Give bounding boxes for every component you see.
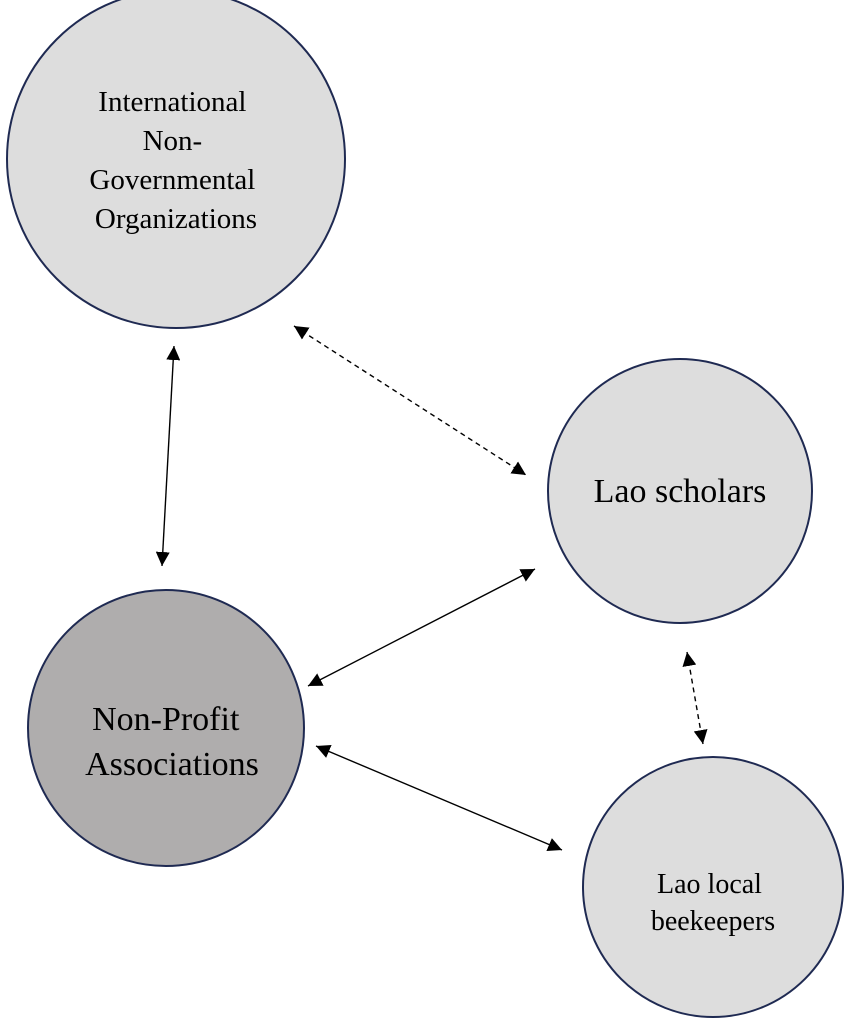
node-label-lao-scholars: Lao scholars [594, 473, 767, 510]
node-label-line: Non- [143, 125, 203, 157]
arrow-npa-beekeepers [315, 745, 563, 851]
node-label-lao-local-beekeepers: Lao local beekeepers [651, 869, 775, 937]
node-label-line: International [98, 86, 246, 118]
node-circle-non-profit-associations [27, 589, 305, 867]
node-label-international-ngos: International Non- Governmental Organiza… [89, 86, 262, 235]
node-label-line: beekeepers [651, 906, 775, 937]
node-label-line: Non-Profit [92, 701, 240, 738]
arrow-ingo-scholars [293, 325, 527, 476]
node-lao-scholars: Lao scholars [547, 358, 813, 624]
arrow-ingo-npa [155, 345, 181, 567]
node-circle-lao-scholars [547, 358, 813, 624]
node-non-profit-associations: Non-Profit Associations [27, 589, 305, 867]
node-lao-local-beekeepers: Lao local beekeepers [582, 756, 844, 1018]
node-label-non-profit-associations: Non-Profit Associations [85, 701, 259, 783]
node-label-line: Governmental [89, 164, 255, 196]
arrow-scholars-npa [307, 568, 536, 687]
node-label-line: Associations [85, 746, 259, 783]
node-international-ngos: International Non- Governmental Organiza… [6, 0, 346, 329]
node-circle-international-ngos [6, 0, 346, 329]
arrow-scholars-beekeepers [682, 651, 708, 745]
node-label-line: Lao scholars [594, 473, 767, 510]
node-circle-lao-local-beekeepers [582, 756, 844, 1018]
node-label-line: Lao local [657, 869, 762, 900]
node-label-line: Organizations [95, 203, 257, 235]
